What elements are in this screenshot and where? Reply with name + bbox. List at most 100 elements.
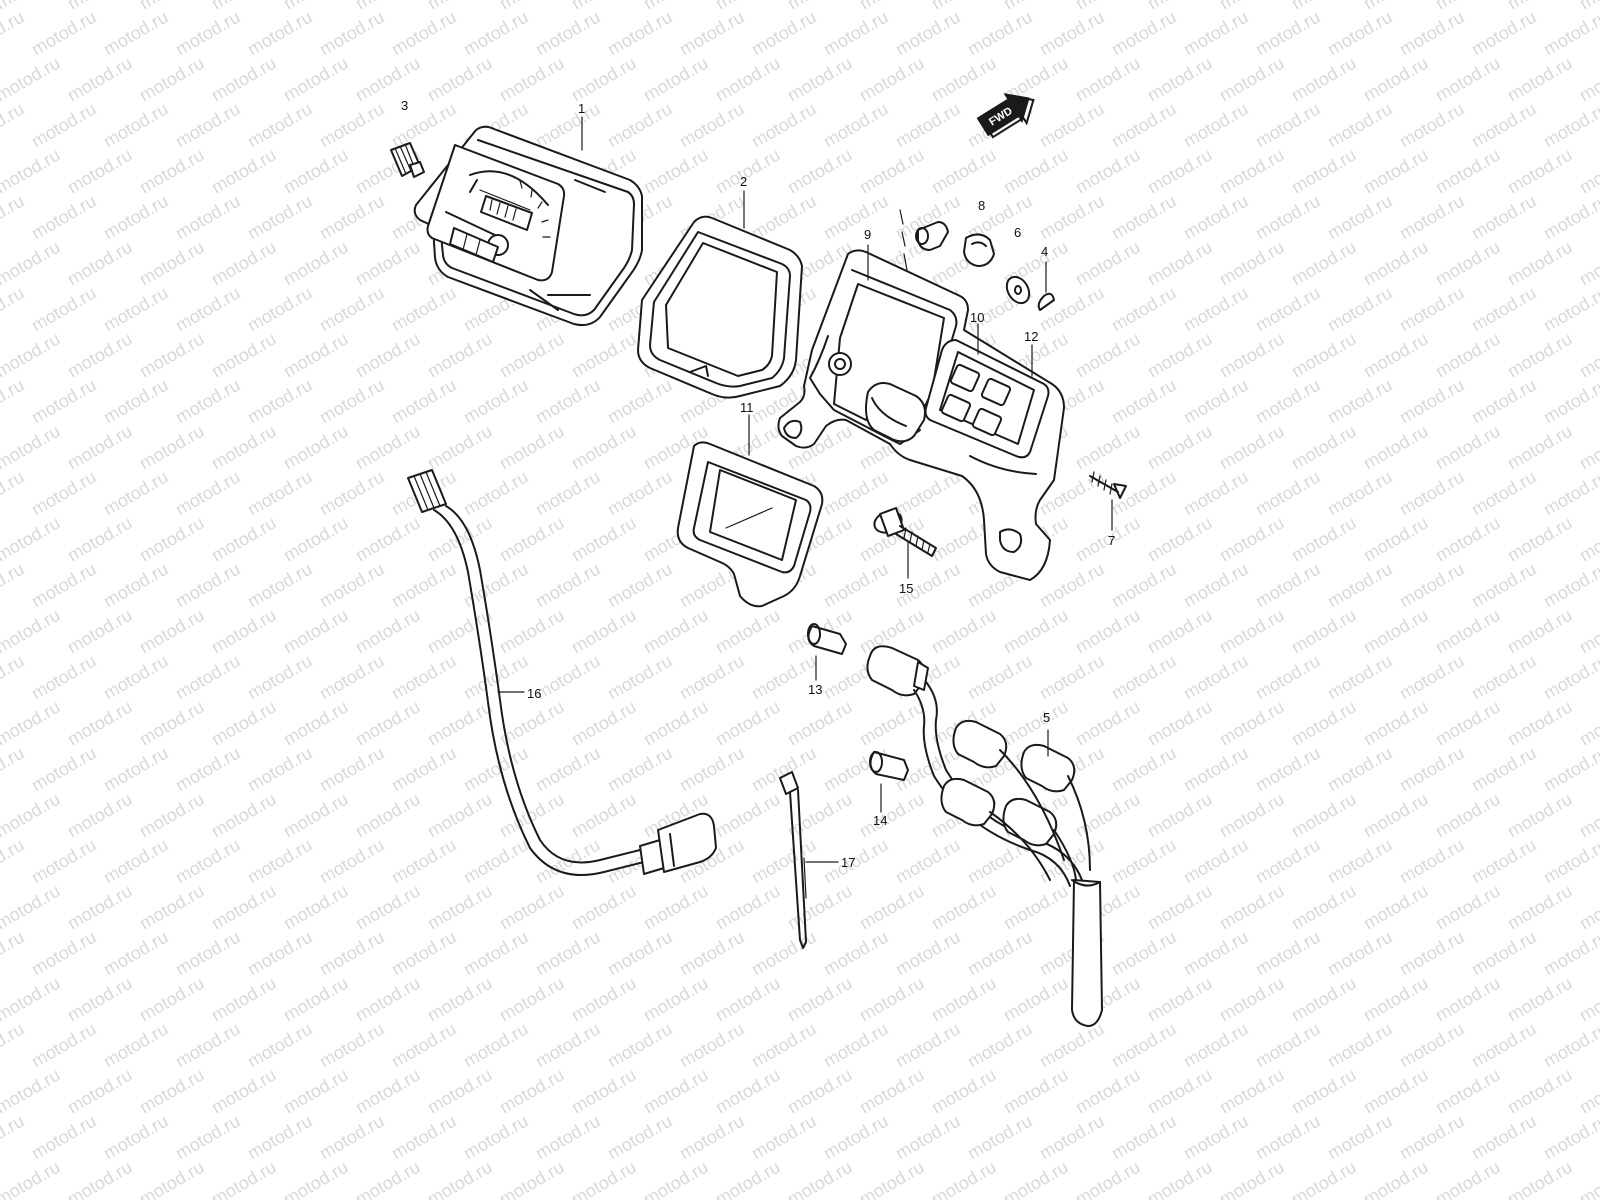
watermark-text: motod.ru [460,835,532,888]
watermark-text: motod.ru [784,881,856,934]
watermark-text: motod.ru [1000,605,1072,658]
watermark-text: motod.ru [820,927,892,980]
watermark-text: motod.ru [1252,283,1324,336]
watermark-text: motod.ru [208,605,280,658]
watermark-text: motod.ru [1216,1157,1288,1200]
watermark-text: motod.ru [568,973,640,1026]
watermark-text: motod.ru [0,99,28,152]
watermark-text: motod.ru [1360,881,1432,934]
watermark-text: motod.ru [424,697,496,750]
watermark-text: motod.ru [1216,145,1288,198]
watermark-text: motod.ru [388,927,460,980]
watermark-text: motod.ru [748,1019,820,1072]
watermark-text: motod.ru [856,1157,928,1200]
watermark-text: motod.ru [640,1157,712,1200]
watermark-text: motod.ru [244,375,316,428]
watermark-text: motod.ru [460,467,532,520]
watermark-text: motod.ru [280,513,352,566]
watermark-text: motod.ru [352,881,424,934]
watermark-text: motod.ru [1108,559,1180,612]
watermark-text: motod.ru [1432,513,1504,566]
watermark-text: motod.ru [1432,329,1504,382]
watermark-text: motod.ru [100,1019,172,1072]
watermark-text: motod.ru [1504,145,1576,198]
watermark-text: motod.ru [1180,927,1252,980]
watermark-text: motod.ru [1468,283,1540,336]
watermark-text: motod.ru [100,191,172,244]
watermark-text: motod.ru [784,53,856,106]
watermark-text: motod.ru [136,1065,208,1118]
watermark-text: motod.ru [280,697,352,750]
watermark-text: motod.ru [892,467,964,520]
watermark-text: motod.ru [568,0,640,13]
watermark-text: motod.ru [280,789,352,842]
watermark-text: motod.ru [28,835,100,888]
watermark-text: motod.ru [748,191,820,244]
watermark-text: motod.ru [1108,1111,1180,1164]
watermark-text: motod.ru [1072,53,1144,106]
watermark-text: motod.ru [0,1065,64,1118]
watermark-text: motod.ru [640,605,712,658]
watermark-text: motod.ru [1432,0,1504,13]
watermark-text: motod.ru [1108,743,1180,796]
watermark-text: motod.ru [1108,375,1180,428]
watermark-text: motod.ru [208,881,280,934]
watermark-text: motod.ru [1216,697,1288,750]
watermark-text: motod.ru [856,697,928,750]
watermark-text: motod.ru [568,881,640,934]
watermark-text: motod.ru [1468,559,1540,612]
watermark-text: motod.ru [28,467,100,520]
watermark-text: motod.ru [568,513,640,566]
watermark-text: motod.ru [1072,697,1144,750]
watermark-text: motod.ru [856,881,928,934]
watermark-text: motod.ru [100,559,172,612]
watermark-text: motod.ru [1396,743,1468,796]
watermark-text: motod.ru [424,329,496,382]
watermark-text: motod.ru [100,283,172,336]
watermark-text: motod.ru [244,7,316,60]
watermark-text: motod.ru [64,513,136,566]
watermark-text: motod.ru [496,973,568,1026]
watermark-text: motod.ru [1396,7,1468,60]
watermark-text: motod.ru [1576,53,1600,106]
watermark-text: motod.ru [712,1157,784,1200]
watermark-text: motod.ru [1576,329,1600,382]
watermark-text: motod.ru [1468,651,1540,704]
watermark-text: motod.ru [1108,99,1180,152]
watermark-text: motod.ru [280,973,352,1026]
watermark-text: motod.ru [1180,743,1252,796]
watermark-text: motod.ru [1108,191,1180,244]
watermark-text: motod.ru [64,605,136,658]
watermark-text: motod.ru [136,697,208,750]
watermark-text: motod.ru [1288,145,1360,198]
watermark-text: motod.ru [172,927,244,980]
watermark-text: motod.ru [1504,421,1576,474]
watermark-text: motod.ru [388,99,460,152]
watermark-text: motod.ru [316,743,388,796]
watermark-text: motod.ru [1180,651,1252,704]
watermark-text: motod.ru [712,0,784,13]
watermark-text: motod.ru [1252,1019,1324,1072]
watermark-text: motod.ru [64,789,136,842]
watermark-text: motod.ru [928,973,1000,1026]
watermark-text: motod.ru [0,697,64,750]
watermark-text: motod.ru [1252,467,1324,520]
watermark-text: motod.ru [136,421,208,474]
watermark-text: motod.ru [1252,651,1324,704]
watermark-text: motod.ru [28,651,100,704]
watermark-text: motod.ru [1396,651,1468,704]
watermark-text: motod.ru [244,743,316,796]
watermark-text: motod.ru [244,1019,316,1072]
watermark-text: motod.ru [28,7,100,60]
watermark-text: motod.ru [1468,191,1540,244]
watermark-text: motod.ru [388,7,460,60]
watermark-text: motod.ru [568,1157,640,1200]
watermark-text: motod.ru [784,697,856,750]
watermark-text: motod.ru [208,1157,280,1200]
watermark-text: motod.ru [1360,1065,1432,1118]
watermark-text: motod.ru [28,375,100,428]
watermark-text: motod.ru [1000,1157,1072,1200]
watermark-text: motod.ru [1540,927,1600,980]
watermark-text: motod.ru [244,191,316,244]
watermark-text: motod.ru [1468,927,1540,980]
